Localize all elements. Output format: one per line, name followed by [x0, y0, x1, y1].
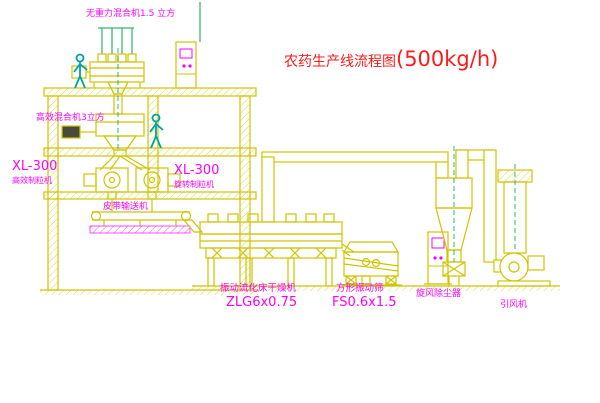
fan-base: [497, 280, 551, 287]
label-induced-draft-fan: 引风机: [500, 298, 527, 310]
label-gravity-mixer: 无重力混合机1.5 立方: [86, 7, 175, 19]
label-belt-conveyor: 皮带输送机: [103, 200, 148, 212]
granulator-left: [83, 167, 129, 212]
cabinet-button: [188, 64, 192, 68]
label-granulator-right-name: 旋转制粒机: [174, 179, 214, 189]
diagram-title-main: 农药生产线流程图: [284, 54, 396, 70]
induced-draft-fan: [497, 252, 551, 287]
diagram-title-capacity: (500kg/h): [396, 47, 498, 71]
exhaust-duct: [261, 151, 449, 223]
worker-head: [75, 53, 85, 63]
dryer-bonnet: [199, 221, 343, 235]
dryer-leg: [325, 257, 333, 287]
fan-scroll: [499, 252, 529, 282]
mezzanine-hatch: [89, 225, 191, 234]
cabinet-button: [439, 256, 443, 260]
dryer-leg: [207, 257, 215, 287]
control-cabinet-right: [424, 231, 452, 285]
cabinet-button: [433, 256, 437, 260]
feed-pipes: [98, 27, 134, 54]
ground-hatch-right: [192, 286, 560, 291]
column-left: [47, 95, 59, 291]
vibrating-screen: [342, 241, 402, 286]
floor3-slab: [43, 191, 257, 200]
duct-horizontal: [261, 151, 449, 163]
dryer-leg: [287, 257, 295, 287]
duct-downcomer: [483, 149, 497, 263]
label-granulator-right-model: XL-300: [174, 163, 219, 178]
roof-slab: [43, 87, 257, 97]
fan-motor: [527, 255, 545, 271]
fluid-bed-dryer: [199, 213, 355, 287]
worker-figure-1: [73, 53, 88, 89]
mixer-body: [89, 61, 145, 83]
label-vibrating-screen: 方形振动筛: [336, 282, 384, 294]
label-fluid-bed-dryer-model: ZLG6x0.75: [226, 295, 297, 310]
cabinet-display: [431, 237, 445, 249]
label-vibrating-screen-model: FS0.6x1.5: [332, 295, 397, 310]
ground-hatch-left: [40, 290, 258, 295]
screen-spout: [361, 275, 371, 285]
screen-vibrator: [371, 258, 381, 268]
label-granulator-left-model: XL-300: [12, 159, 57, 174]
control-cabinet-top: [175, 2, 201, 89]
duct-drop-to-cyclone: [435, 161, 449, 179]
screen-vibrator: [361, 257, 371, 267]
screen-springs: [345, 275, 397, 285]
granulator-right: [135, 167, 181, 212]
label-high-eff-mixer: 高效混合机3立方: [36, 111, 105, 123]
belt-conveyor: [89, 210, 204, 234]
worker-figure-2: [149, 113, 164, 149]
diagram-title: 农药生产线流程图(500kg/h): [284, 47, 498, 71]
granulator-right-motor: [167, 173, 181, 187]
screen-body: [343, 251, 399, 277]
cabinet-display: [179, 48, 193, 59]
dryer-vibration-frame: [205, 247, 337, 259]
cyclone-outlet-duct: [455, 149, 503, 273]
centerlines: [117, 48, 516, 262]
conveyor-roller: [180, 210, 192, 222]
cabinet-button: [182, 64, 186, 68]
mixer2-motor: [61, 125, 81, 139]
dryer-springs: [211, 247, 327, 259]
label-fluid-bed-dryer: 振动流化床干燥机: [220, 282, 297, 294]
granulator-left-motor: [83, 173, 97, 187]
dryer-discharge: [341, 243, 355, 253]
ground-right: [192, 285, 560, 291]
conveyor-discharge-chute: [182, 219, 204, 233]
vortex-finder: [455, 149, 469, 179]
conveyor-roller: [90, 210, 102, 222]
label-cyclone: 旋风除尘器: [416, 287, 461, 299]
duct-riser: [261, 156, 275, 223]
label-granulator-left-name: 高效制粒机: [12, 175, 52, 185]
gravity-mixer: [71, 27, 145, 115]
column-right: [239, 95, 251, 291]
